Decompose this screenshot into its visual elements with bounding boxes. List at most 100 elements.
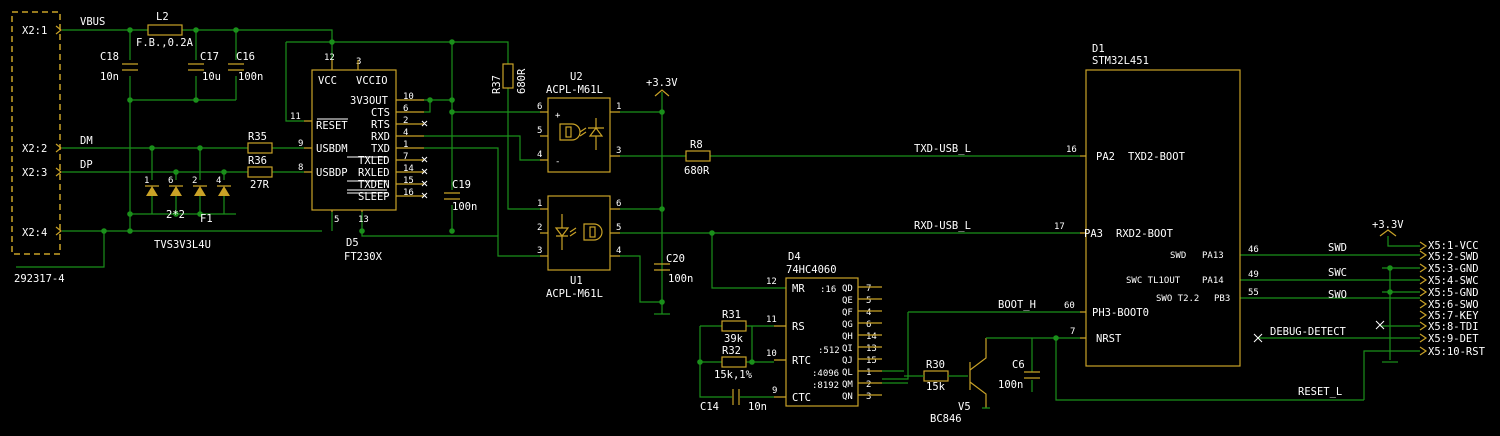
x5-pin9-label: X5:9-DET [1428, 333, 1479, 345]
d4-pin5: 5 [866, 296, 871, 306]
resistor-r37: R37 680R [491, 63, 528, 94]
d5-vccio-label: VCCIO [356, 75, 388, 87]
capacitor-c20: C20 100n [654, 253, 693, 285]
x5-pin4-label: X5:4-SWC [1428, 275, 1479, 287]
v5-part: BC846 [930, 413, 962, 425]
inductor-l2: L2 F.B.,0.2A [136, 11, 194, 49]
c17-value: 10u [202, 71, 221, 83]
d4-pin13: 13 [866, 344, 877, 354]
wires-rc-timing [697, 325, 908, 398]
d4-qg: QG [842, 320, 853, 330]
resistor-r32: R32 15k,1% [714, 345, 753, 381]
c17-ref: C17 [200, 51, 219, 63]
d5-pin9: 9 [298, 139, 303, 149]
f1-pin6: 6 [168, 176, 173, 186]
u2-pin4: 4 [537, 150, 542, 160]
capacitor-c18: C18 10n [100, 51, 138, 83]
supply-3v3-right-label: +3.3V [1372, 219, 1404, 231]
d4-pin3: 3 [866, 392, 871, 402]
x5-pin2-label: X5:2-SWD [1428, 251, 1479, 263]
d4-pin9: 9 [772, 386, 777, 396]
d4-div16: :16 [820, 285, 836, 295]
d4-qe: QE [842, 296, 853, 306]
f1-value: 2*2 [166, 209, 185, 221]
d4-ctc-label: CTC [792, 392, 811, 404]
d1-pa14-label: PA14 [1202, 276, 1224, 286]
net-txd-usb-label: TXD-USB_L [914, 143, 971, 155]
d1-swd-label: SWD [1170, 251, 1186, 261]
d4-pin6: 6 [866, 320, 871, 330]
d4-qm: QM [842, 380, 853, 390]
net-rxd-usb-label: RXD-USB_L [914, 220, 971, 232]
x5-pin7-label: X5:7-KEY [1428, 310, 1479, 322]
r32-ref: R32 [722, 345, 741, 357]
d1-pin16: 16 [1066, 145, 1077, 155]
d4-div512: :512 [818, 346, 840, 356]
d4-pin1: 1 [866, 368, 871, 378]
d5-reset-label: RESET [316, 120, 348, 132]
capacitor-c6: C6 100n [998, 338, 1040, 392]
u1-pin5: 5 [616, 223, 621, 233]
c19-value: 100n [452, 201, 477, 213]
d5-txd-label: TXD [371, 143, 390, 155]
r32-value: 15k,1% [714, 369, 753, 381]
d1-ref: D1 [1092, 43, 1105, 55]
net-swo-label: SWO [1328, 289, 1347, 301]
d1-txd2-label: TXD2-BOOT [1128, 151, 1186, 163]
c18-ref: C18 [100, 51, 119, 63]
r30-ref: R30 [926, 359, 945, 371]
u2-plus: + [555, 111, 561, 121]
x5-pin5-label: X5:5-GND [1428, 287, 1479, 299]
d1-pin46: 46 [1248, 245, 1259, 255]
x5-pin6-label: X5:6-SWO [1428, 299, 1479, 311]
u1-pin6: 6 [616, 199, 621, 209]
x2-pin1-label: X2:1 [22, 25, 47, 37]
d1-swo-label: SWO T2.2 [1156, 294, 1199, 304]
c20-ref: C20 [666, 253, 685, 265]
r30-value: 15k [926, 381, 946, 393]
junctions-middle [659, 109, 1059, 341]
f1-part: TVS3V3L4U [154, 239, 211, 251]
ic-d4-74hc4060: D4 74HC4060 MR RS RTC CTC 12 11 10 9 :16… [766, 251, 882, 407]
d4-pin15: 15 [866, 356, 877, 366]
x2-pin4-label: X2:4 [22, 227, 47, 239]
u1-pin4: 4 [616, 246, 621, 256]
d1-rxd2-label: RXD2-BOOT [1116, 228, 1174, 240]
d5-pin5: 5 [334, 215, 339, 225]
u1-pin3: 3 [537, 246, 542, 256]
junctions-left [101, 27, 455, 234]
d5-pin13: 13 [358, 215, 369, 225]
x5-pin8-label: X5:8-TDI [1428, 321, 1479, 333]
d5-usbdm-label: USBDM [316, 143, 348, 155]
resistor-r8: R8 680R [684, 139, 711, 177]
d5-pin4: 4 [403, 128, 408, 138]
f1-pin1: 1 [144, 176, 149, 186]
u2-pin6: 6 [537, 102, 542, 112]
net-dm-label: DM [80, 135, 93, 147]
u2-ref: U2 [570, 71, 583, 83]
c16-ref: C16 [236, 51, 255, 63]
d4-pin12: 12 [766, 277, 777, 287]
u2-pin5: 5 [537, 126, 542, 136]
r31-value: 39k [724, 333, 744, 345]
d5-vcc-label: VCC [318, 75, 337, 87]
d1-pb3-label: PB3 [1214, 294, 1230, 304]
net-swd-label: SWD [1328, 242, 1347, 254]
x2-ref-label: 292317-4 [14, 273, 65, 285]
resistor-r31: R31 39k [721, 309, 747, 345]
r35-ref: R35 [248, 131, 267, 143]
net-dp-label: DP [80, 159, 93, 171]
d5-pin8: 8 [298, 163, 303, 173]
d4-div4096: :4096 [812, 369, 839, 379]
d4-qj: QJ [842, 356, 853, 366]
d4-pin2: 2 [866, 380, 871, 390]
d1-pa2-label: PA2 [1096, 151, 1115, 163]
d5-pin14: 14 [403, 164, 414, 174]
optocoupler-u1: U1 ACPL-M61L 1 2 3 6 5 4 [537, 195, 621, 300]
d1-pin17: 17 [1054, 222, 1065, 232]
r8-value: 680R [684, 165, 710, 177]
v5-ref: V5 [958, 401, 971, 413]
supply-3v3-left: +3.3V [646, 77, 678, 97]
c18-value: 10n [100, 71, 119, 83]
